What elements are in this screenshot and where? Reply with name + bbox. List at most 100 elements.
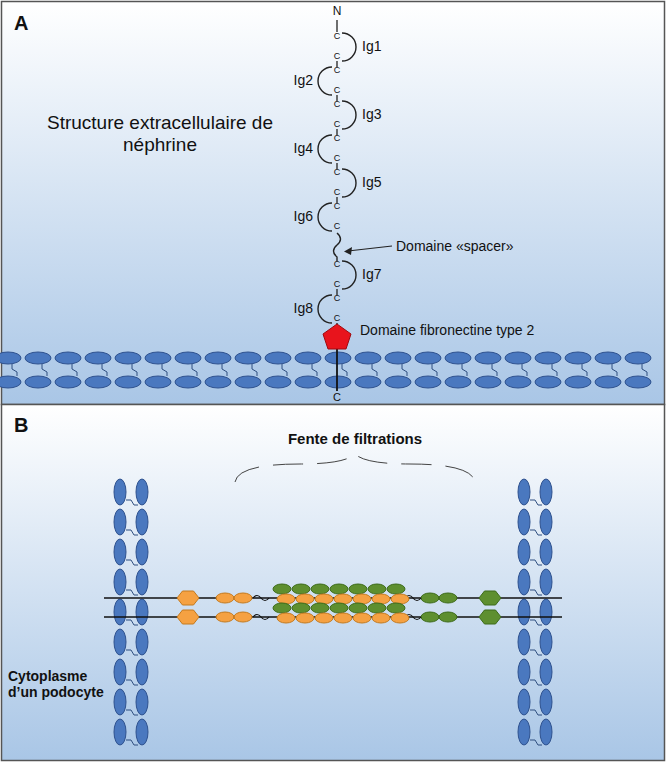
spacer-domain	[253, 596, 269, 601]
lipid-head	[136, 509, 148, 535]
part-label: Ig3	[362, 106, 381, 122]
lipid-head	[136, 629, 148, 655]
part-label: Ig8	[294, 300, 313, 316]
ig-domain	[277, 613, 295, 623]
ig-domain	[372, 594, 390, 604]
lipid-head	[355, 376, 381, 388]
ig-domain	[216, 612, 234, 622]
lipid-head	[535, 352, 561, 364]
ig-loop	[318, 295, 332, 323]
lipid-head	[0, 376, 21, 388]
ig-domain	[292, 584, 310, 594]
ig-loop	[342, 261, 356, 289]
lipid-tail	[72, 364, 77, 376]
lipid-head	[85, 376, 111, 388]
ig-domain	[273, 603, 291, 613]
chain-line	[336, 20, 337, 32]
lipid-head	[25, 376, 51, 388]
residue-label: A	[14, 12, 28, 35]
lipid-tail	[530, 740, 542, 745]
lipid-head	[55, 376, 81, 388]
lipid-head	[518, 599, 530, 625]
part-label: Ig5	[362, 174, 381, 190]
lipid-head	[136, 479, 148, 505]
lipid-tail	[126, 650, 138, 655]
ig-domain	[368, 584, 386, 594]
lipid-head	[475, 376, 501, 388]
part-label: Cytoplasme d’un podocyte	[8, 668, 112, 700]
lipid-head	[114, 479, 126, 505]
lipid-tail	[126, 620, 138, 625]
lipid-head	[55, 352, 81, 364]
residue-label: C	[333, 391, 341, 404]
ig-domain	[387, 603, 405, 613]
lipid-tail	[530, 500, 542, 505]
lipid-tail	[222, 364, 227, 376]
spacer-domain	[253, 615, 269, 620]
lipid-tail	[42, 364, 47, 376]
ig-loop	[318, 135, 332, 163]
lipid-head	[136, 569, 148, 595]
part-label: Ig2	[294, 72, 313, 88]
lipid-head	[25, 352, 51, 364]
lipid-tail	[492, 364, 497, 376]
lipid-head	[540, 539, 552, 565]
lipid-tail	[192, 364, 197, 376]
lipid-head	[518, 539, 530, 565]
ig-domain	[391, 613, 409, 623]
lipid-head	[565, 376, 591, 388]
lipid-tail	[12, 364, 17, 376]
lipid-head	[445, 352, 471, 364]
lipid-head	[114, 539, 126, 565]
lipid-head	[265, 376, 291, 388]
residue-label: C	[334, 293, 341, 303]
residue-label: C	[334, 133, 341, 143]
lipid-tail	[132, 364, 137, 376]
part-label: Ig7	[362, 266, 381, 282]
lipid-tail	[372, 364, 377, 376]
ig-loop	[318, 203, 332, 231]
lipid-head	[540, 599, 552, 625]
leader-line	[348, 246, 392, 251]
residue-label: C	[334, 85, 341, 95]
fibronectin-domain	[177, 610, 199, 624]
lipid-head	[114, 719, 126, 745]
panel-title: Structure extracellulaire de néphrine	[40, 112, 280, 156]
transmembrane-stem	[336, 346, 338, 391]
ig-loop	[342, 33, 356, 61]
ig-loop	[342, 169, 356, 197]
ig-domain	[391, 594, 409, 604]
lipid-tail	[126, 680, 138, 685]
lipid-head	[205, 376, 231, 388]
ig-domain	[315, 613, 333, 623]
ig-domain	[315, 594, 333, 604]
fibronectin-domain	[177, 591, 199, 605]
lipid-tail	[102, 364, 107, 376]
lipid-head	[136, 599, 148, 625]
lipid-head	[175, 376, 201, 388]
lipid-tail	[530, 590, 542, 595]
lipid-head	[540, 479, 552, 505]
lipid-tail	[530, 530, 542, 535]
lipid-tail	[552, 364, 557, 376]
part-label: Fente de filtrations	[288, 430, 422, 447]
lipid-head	[415, 352, 441, 364]
residue-label: C	[334, 119, 341, 129]
residue-label: C	[334, 187, 341, 197]
ig-domain	[349, 584, 367, 594]
ig-domain	[387, 584, 405, 594]
part-label: Domaine «spacer»	[396, 238, 514, 254]
residue-label: C	[334, 201, 341, 211]
lipid-head	[595, 352, 621, 364]
lipid-tail	[612, 364, 617, 376]
lipid-head	[625, 376, 651, 388]
part-label: Ig4	[294, 140, 313, 156]
lipid-head	[136, 659, 148, 685]
residue-label: C	[334, 313, 341, 323]
part-label: Domaine fibronectine type 2	[360, 322, 534, 338]
lipid-tail	[530, 680, 542, 685]
residue-label: N	[333, 5, 342, 19]
lipid-head	[415, 376, 441, 388]
fibronectin-domain	[479, 591, 501, 605]
